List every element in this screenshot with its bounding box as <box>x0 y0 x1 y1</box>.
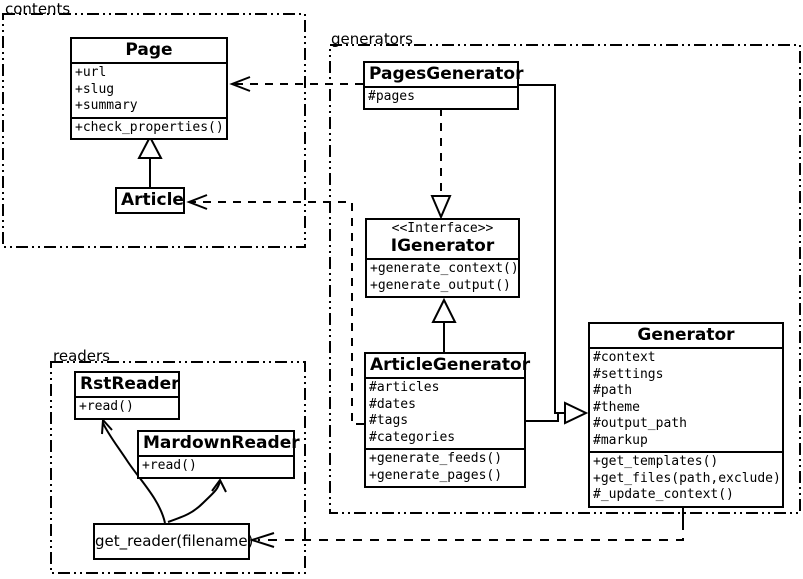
method-line: +generate_context() <box>370 261 519 276</box>
class-page-methods: +check_properties() <box>72 116 226 139</box>
class-generator-methods: +get_templates() +get_files(path,exclude… <box>590 451 782 506</box>
class-igenerator-stereotype: <<Interface>> <box>391 221 494 236</box>
package-label-readers: readers <box>53 347 110 365</box>
class-generator-attributes: #context #settings #path #theme #output_… <box>590 349 782 451</box>
class-igenerator-name: IGenerator <box>390 236 495 256</box>
class-article-name: Article <box>121 190 184 210</box>
class-articlegenerator-name: ArticleGenerator <box>366 354 530 379</box>
inheritance-articlegenerator-to-igenerator-triangle <box>431 297 457 323</box>
class-pagesgenerator-attributes: #pages <box>365 88 517 108</box>
inheritance-article-to-page-triangle <box>137 134 163 159</box>
arrow-getreader-to-rstreader-line <box>102 422 166 524</box>
attribute-line: #articles <box>369 380 440 395</box>
class-generator: Generator #context #settings #path #them… <box>588 322 784 508</box>
class-articlegenerator-methods: +generate_feeds() +generate_pages() <box>366 448 524 486</box>
class-article: Article <box>115 187 185 214</box>
class-rstreader: RstReader +read() <box>74 371 180 420</box>
attribute-line: #output_path <box>593 416 687 431</box>
method-line: +read() <box>142 458 197 473</box>
class-mardownreader: MardownReader +read() <box>137 430 300 479</box>
method-line: +get_files(path,exclude) <box>593 470 781 486</box>
dependency-pagesgenerator-to-page-arrowhead <box>229 76 251 92</box>
realization-pagesgenerator-to-igenerator-triangle <box>430 195 452 220</box>
attribute-line: #theme <box>593 399 640 415</box>
inheritance-pagesgenerator-to-generator-line <box>519 84 565 414</box>
attribute-line: +summary <box>75 98 138 113</box>
class-page-attributes: +url +slug +summary <box>72 64 226 117</box>
dependency-generator-to-getreader-arrowhead <box>248 532 275 548</box>
class-rstreader-methods: +read() <box>76 398 178 418</box>
class-mardownreader-name: MardownReader <box>139 432 300 457</box>
class-articlegenerator-attributes: #articles #dates #tags #categories <box>366 379 524 448</box>
package-border-contents <box>2 13 306 248</box>
package-border-generators <box>329 44 801 514</box>
function-get-reader: get_reader(filename) <box>93 523 253 560</box>
dependency-articlegenerator-to-article-arrowhead <box>186 194 208 210</box>
attribute-line: #dates <box>369 396 416 412</box>
dependency-generator-to-getreader-line <box>258 521 684 541</box>
method-line: +check_properties() <box>75 119 224 135</box>
method-line: #_update_context() <box>593 487 734 502</box>
attribute-line: +url <box>75 65 107 80</box>
class-igenerator: <<Interface>> IGenerator +generate_conte… <box>365 218 520 298</box>
attribute-line: #categories <box>369 429 456 445</box>
dependency-articlegenerator-to-article-line <box>190 201 364 425</box>
method-line: +generate_pages() <box>369 467 503 483</box>
package-label-contents: contents <box>5 0 71 18</box>
method-line: +generate_feeds() <box>369 451 503 466</box>
inheritance-to-generator-triangle <box>564 401 589 425</box>
attribute-line: #context <box>593 350 656 365</box>
arrow-getreader-to-rstreader-arrowhead <box>101 417 113 435</box>
package-label-generators: generators <box>331 30 413 48</box>
class-generator-name: Generator <box>590 324 782 349</box>
attribute-line: #settings <box>593 366 664 382</box>
attribute-line: #pages <box>368 89 415 104</box>
method-line: +read() <box>79 399 134 414</box>
arrow-getreader-to-mardownreader-arrowhead <box>211 478 227 493</box>
class-igenerator-methods: +generate_context() +generate_output() <box>367 260 519 296</box>
class-mardownreader-methods: +read() <box>139 457 293 477</box>
class-pagesgenerator-name: PagesGenerator <box>365 63 523 88</box>
arrow-getreader-to-mardownreader-line <box>167 480 221 523</box>
attribute-line: +slug <box>75 81 115 97</box>
class-page-name: Page <box>72 39 226 64</box>
method-line: +generate_output() <box>370 277 511 293</box>
class-rstreader-name: RstReader <box>76 373 180 398</box>
class-pagesgenerator: PagesGenerator #pages <box>363 61 523 110</box>
method-line: +get_templates() <box>593 454 719 469</box>
class-page: Page +url +slug +summary +check_properti… <box>70 37 228 140</box>
class-igenerator-header: <<Interface>> IGenerator <box>367 220 518 260</box>
package-border-readers <box>50 361 306 574</box>
class-articlegenerator: ArticleGenerator #articles #dates #tags … <box>364 352 530 488</box>
attribute-line: #tags <box>369 413 409 428</box>
attribute-line: #path <box>593 383 633 398</box>
inheritance-articlegenerator-to-generator-line <box>526 413 559 422</box>
attribute-line: #markup <box>593 432 648 448</box>
